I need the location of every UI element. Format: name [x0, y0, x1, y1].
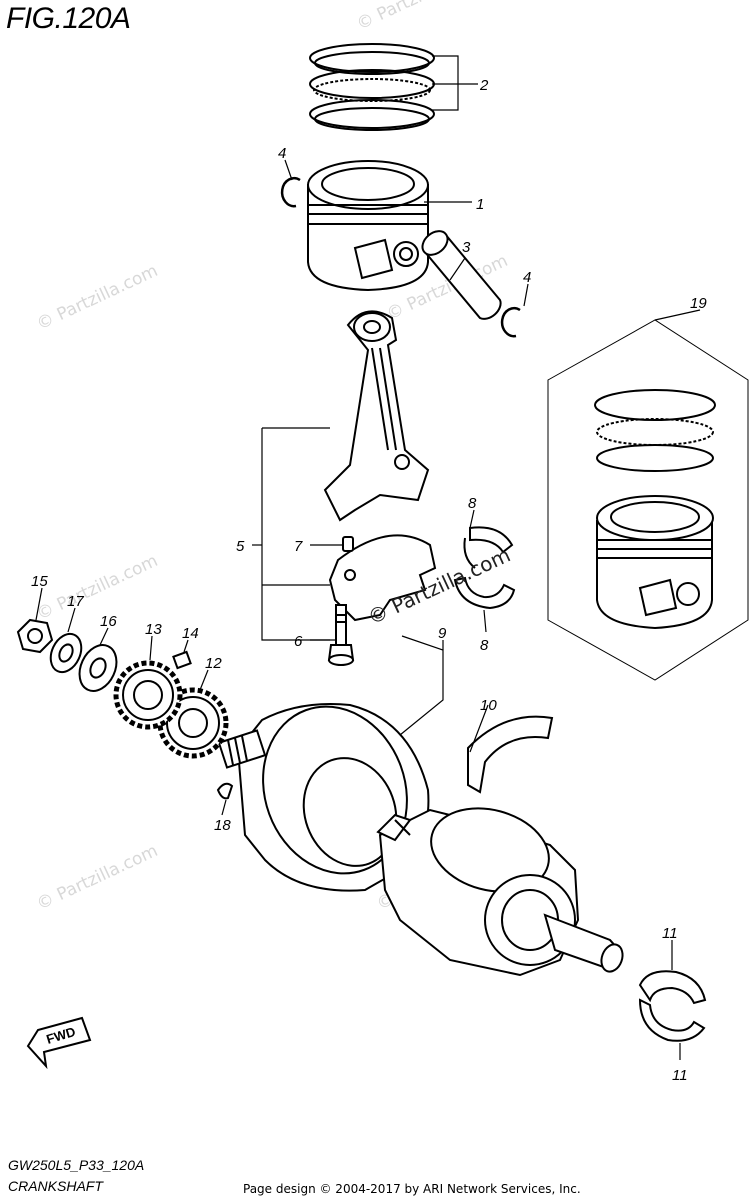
drive-gear — [113, 660, 183, 730]
watermark: © Partzilla.com — [34, 261, 161, 335]
connecting-rod — [323, 310, 437, 622]
figure-name: CRANKSHAFT — [8, 1178, 103, 1194]
hex-nut — [16, 618, 54, 654]
thrust-washer — [467, 715, 554, 794]
piston-set — [547, 319, 749, 681]
callout-18: 18 — [214, 817, 231, 834]
callout-3: 3 — [462, 239, 471, 256]
callout-13: 13 — [145, 621, 162, 638]
crankshaft — [217, 703, 624, 977]
dowel-pin — [342, 536, 354, 552]
callout-19: 19 — [690, 295, 707, 312]
callout-17: 17 — [67, 593, 84, 610]
callout-9: 9 — [438, 625, 447, 642]
circlip — [500, 306, 521, 338]
copyright-notice: Page design © 2004-2017 by ARI Network S… — [243, 1182, 581, 1196]
spacer-washer — [78, 644, 118, 692]
watermark: © Partzilla.com — [34, 841, 161, 915]
callout-1: 1 — [476, 196, 484, 213]
piston-pin — [421, 230, 502, 320]
callout-12: 12 — [205, 655, 222, 672]
callout-14: 14 — [182, 625, 199, 642]
callout-4a: 4 — [278, 145, 286, 162]
callout-2: 2 — [479, 77, 489, 94]
callout-8b: 8 — [480, 637, 489, 654]
callout-4b: 4 — [523, 269, 531, 286]
callout-16: 16 — [100, 613, 117, 630]
leader-lines — [35, 55, 701, 1060]
washer — [49, 632, 83, 674]
callout-labels: 1 2 3 4 4 5 6 7 8 8 9 10 11 11 12 13 14 … — [31, 77, 707, 1084]
callout-10: 10 — [480, 697, 497, 714]
callout-5: 5 — [236, 538, 245, 555]
forward-arrow: FWD — [26, 1016, 92, 1070]
watermark: © Partzilla.com — [34, 551, 161, 625]
callout-11a: 11 — [662, 925, 678, 942]
set-screw — [172, 650, 192, 670]
rod-bearing — [453, 526, 516, 610]
callout-6: 6 — [294, 633, 303, 650]
figure-title: FIG.120A — [6, 2, 131, 35]
piston-rings — [309, 43, 435, 131]
woodruff-key — [216, 782, 234, 800]
watermark: © Partzilla.com — [354, 0, 481, 35]
callout-7: 7 — [294, 538, 303, 555]
callout-11b: 11 — [672, 1067, 688, 1084]
callout-15: 15 — [31, 573, 48, 590]
callout-8a: 8 — [468, 495, 477, 512]
rod-bolt — [327, 604, 355, 666]
figure-code: GW250L5_P33_120A — [8, 1157, 145, 1173]
circlip — [280, 176, 301, 208]
piston — [307, 160, 429, 292]
main-bearing — [638, 970, 707, 1042]
